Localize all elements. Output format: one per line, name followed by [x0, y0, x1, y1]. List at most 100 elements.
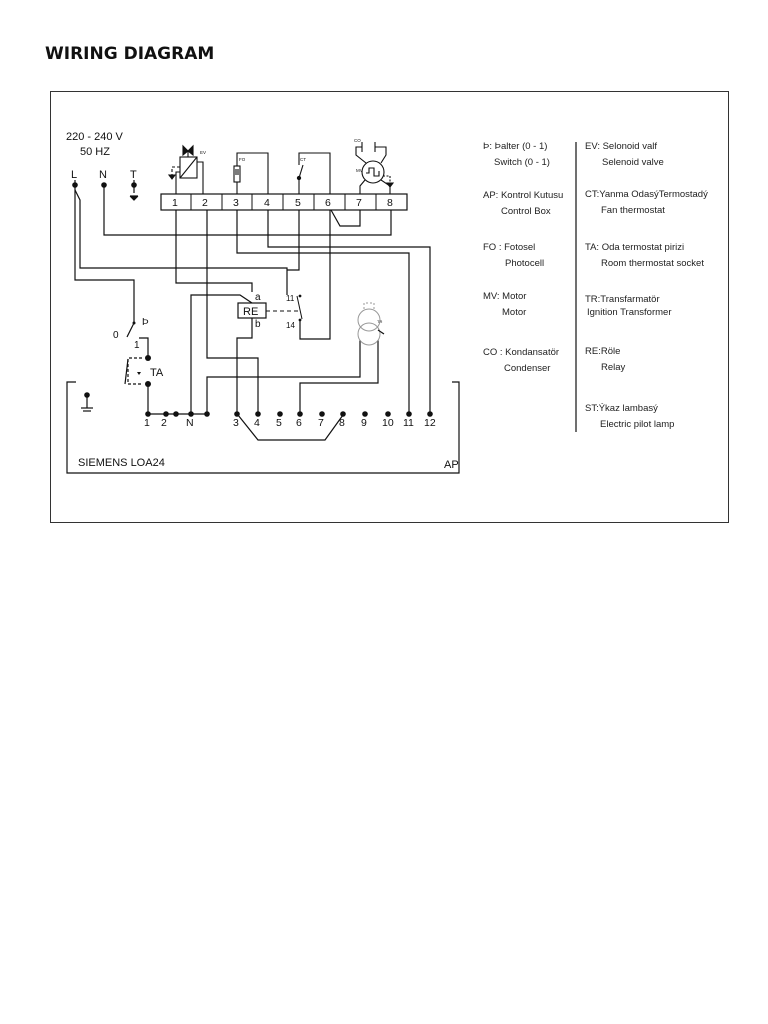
cb-terminal-12: 12: [424, 417, 436, 429]
strip-terminal-1: 1: [172, 197, 178, 209]
legend-english: Condenser: [504, 362, 551, 374]
legend-item-room-thermostat: TA: Oda termostat pirizi Room thermostat…: [585, 243, 704, 268]
legend-code: CT:Yanma OdasýTermostadý: [585, 189, 708, 200]
control-box-terminal-dots: [145, 411, 433, 417]
ignition-transformer-icon: [357, 302, 381, 346]
strip-terminal-7: 7: [356, 197, 362, 209]
control-box-earth-icon: [81, 392, 93, 412]
cb-dot-3: [234, 411, 240, 417]
switch-position-1: 1: [134, 340, 140, 351]
switch-label: Þ: [142, 317, 149, 328]
ta-terminal-top: [145, 355, 151, 361]
cb-terminal-5: 5: [276, 417, 282, 429]
control-box-outline: [66, 381, 460, 474]
strip-terminal-6: 6: [325, 197, 331, 209]
legend-item-relay: RE:Röle Relay: [585, 347, 625, 372]
cb-terminal-4: 4: [254, 417, 260, 429]
legend-english: Ignition Transformer: [587, 306, 672, 318]
motor-icon: [355, 142, 395, 194]
legend-code: Þ: Þalter (0 - 1): [483, 141, 548, 152]
terminal-L-label: L: [71, 169, 77, 181]
relay: [237, 294, 303, 322]
legend-code: AP: Kontrol Kutusu: [483, 190, 564, 201]
cb-terminal-N: N: [186, 417, 194, 429]
cb-terminal-7: 7: [318, 417, 324, 429]
legend-item-control-box: AP: Kontrol Kutusu Control Box: [483, 191, 563, 216]
co-tag: CO: [354, 138, 361, 143]
cb-dot-5: [277, 411, 283, 417]
cb-terminal-6: 6: [296, 417, 302, 429]
cb-dot-10: [385, 411, 391, 417]
legend-code: CO : Kondansatör: [483, 347, 560, 358]
cb-terminal-3: 3: [233, 417, 239, 429]
ct-tag: CT: [300, 157, 306, 162]
legend-english: Electric pilot lamp: [600, 418, 675, 430]
transformer-tag: TR: [377, 319, 382, 324]
fo-tag: FO: [239, 157, 246, 162]
legend-item-transformer: TR:Transfarmatör Ignition Transformer: [585, 295, 671, 317]
cb-terminal-2: 2: [161, 417, 167, 429]
cb-dot-2a: [163, 411, 169, 417]
relay-pin-a: a: [255, 292, 261, 303]
cb-dot-6: [297, 411, 303, 417]
strip-terminal-8: 8: [387, 197, 393, 209]
relay-pin-b: b: [255, 319, 261, 330]
relay-label: RE: [243, 306, 258, 318]
cb-dot-9: [362, 411, 368, 417]
cb-terminal-11: 11: [403, 417, 414, 429]
legend-item-switch: Þ: Þalter (0 - 1) Switch (0 - 1): [483, 142, 550, 167]
cb-terminal-8: 8: [339, 417, 345, 429]
strip-terminal-2: 2: [202, 197, 208, 209]
cb-terminal-10: 10: [382, 417, 394, 429]
cb-dot-12: [427, 411, 433, 417]
solenoid-valve-icon: [167, 144, 204, 194]
legend-item-pilot-lamp: ST:Ýkaz lambasý Electric pilot lamp: [585, 404, 674, 429]
legend-english: Fan thermostat: [601, 204, 665, 216]
relay-contact-11: 11: [286, 294, 295, 303]
ta-terminal-bottom: [145, 381, 151, 387]
legend-english: Room thermostat socket: [601, 257, 704, 269]
switch-position-0: 0: [113, 330, 119, 341]
supply-frequency: 50 HZ: [80, 146, 110, 158]
legend-item-photocell: FO : Fotosel Photocell: [483, 243, 544, 268]
cb-dot-8: [340, 411, 346, 417]
control-box-tag: AP: [444, 459, 459, 471]
legend-item-condenser: CO : Kondansatör Condenser: [483, 348, 559, 373]
top-terminal-strip: 1 2 3 4 5 6 7 8: [160, 193, 408, 211]
cb-dot-1: [145, 411, 151, 417]
cb-dot-11: [406, 411, 412, 417]
fan-thermostat-icon: [296, 152, 331, 194]
legend-english: Switch (0 - 1): [494, 156, 550, 168]
legend-english: Relay: [601, 361, 626, 373]
strip-terminal-5: 5: [295, 197, 301, 209]
legend-item-motor: MV: Motor Motor: [483, 292, 526, 317]
legend-code: EV: Selonoid valf: [585, 141, 657, 152]
cb-dot-4: [255, 411, 261, 417]
cb-dot-N: [188, 411, 194, 417]
terminal-T-label: T: [130, 169, 137, 181]
cb-dot-7: [319, 411, 325, 417]
cb-terminal-9: 9: [361, 417, 367, 429]
legend-code: TR:Transfarmatör: [585, 294, 660, 305]
room-thermostat-label: TA: [150, 367, 164, 379]
legend-code: ST:Ýkaz lambasý: [585, 403, 658, 414]
cb-dot-Nb: [204, 411, 210, 417]
legend-item-fan-thermostat: CT:Yanma OdasýTermostadý Fan thermostat: [585, 190, 708, 215]
photocell-icon: [233, 152, 269, 194]
mv-tag: MV: [356, 168, 363, 173]
cb-dot-2b: [173, 411, 179, 417]
wires: [74, 185, 431, 441]
supply-voltage: 220 - 240 V: [66, 131, 124, 143]
ev-tag: EV: [200, 150, 206, 155]
legend-code: MV: Motor: [483, 291, 527, 302]
legend-english: Selenoid valve: [602, 156, 664, 168]
legend-english: Motor: [502, 306, 527, 318]
legend-code: TA: Oda termostat pirizi: [585, 242, 685, 253]
strip-terminal-3: 3: [233, 197, 239, 209]
page-title: WIRING DIAGRAM: [45, 44, 215, 64]
legend-item-solenoid-valve: EV: Selonoid valf Selenoid valve: [585, 142, 664, 167]
legend-code: RE:Röle: [585, 346, 621, 357]
relay-contact-14: 14: [286, 321, 295, 330]
terminal-N-label: N: [99, 169, 107, 181]
